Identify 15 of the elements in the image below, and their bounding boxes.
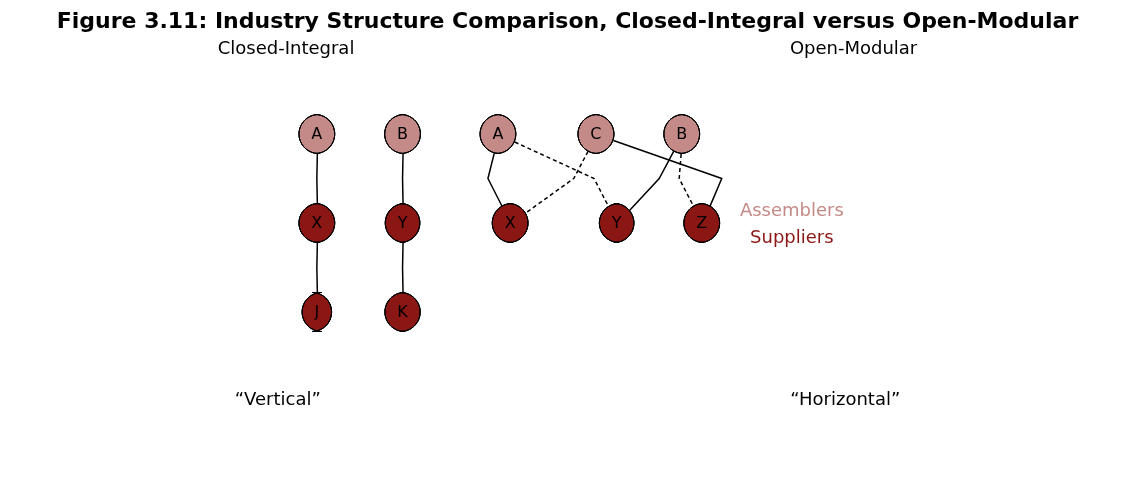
connector (401, 242, 404, 294)
connector (524, 150, 589, 214)
connector (628, 150, 675, 212)
section-heading: Open-Modular (789, 37, 918, 58)
row-label: Assemblers (739, 199, 844, 220)
section-heading: Closed-Integral (217, 37, 355, 58)
row-label: Suppliers (750, 226, 834, 247)
connector (316, 153, 319, 205)
section-caption: “Horizontal” (790, 388, 901, 409)
connector (487, 152, 504, 208)
connector (612, 139, 723, 208)
connector (401, 153, 404, 205)
connector (316, 242, 319, 294)
section-caption: “Vertical” (234, 388, 321, 409)
figure-title: Figure 3.11: Industry Structure Comparison, Closed-Integral versus Open-Modular (55, 8, 1080, 33)
